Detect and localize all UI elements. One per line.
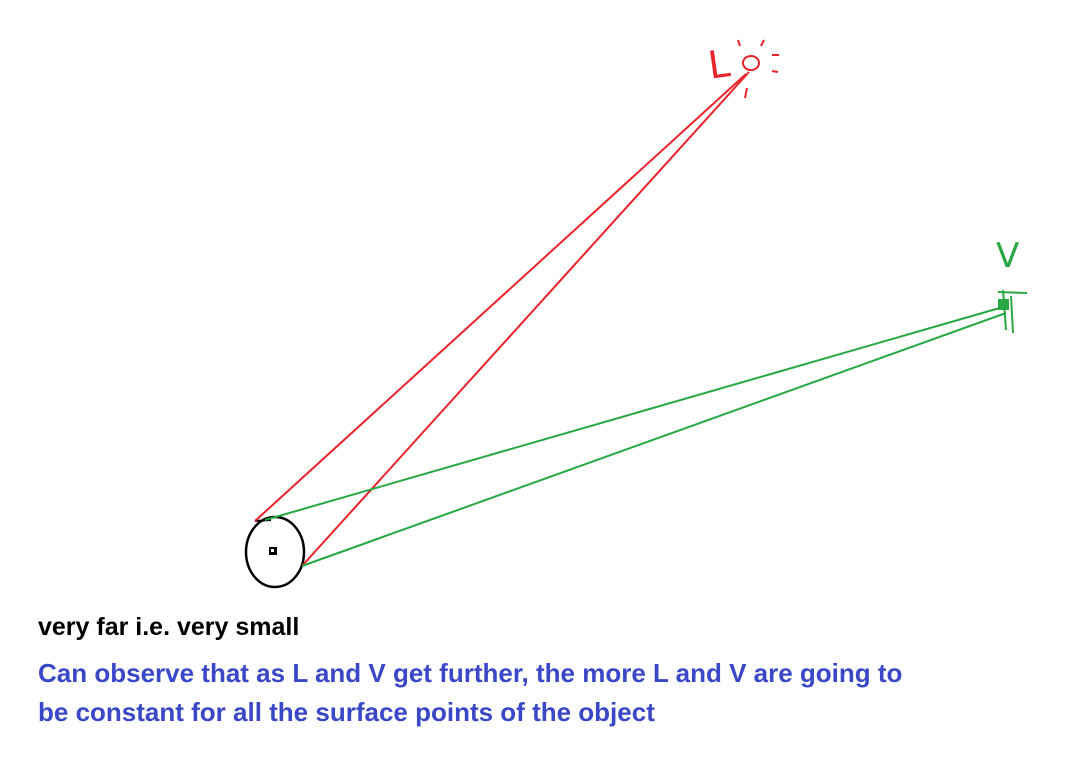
view-ray-bottom xyxy=(301,312,1007,567)
observation-text-line-1: Can observe that as L and V get further,… xyxy=(38,658,903,688)
light-ray-bottom xyxy=(301,71,750,567)
object-top-tick xyxy=(254,519,272,522)
light-source: L xyxy=(705,39,779,99)
light-label: L xyxy=(705,41,732,88)
viewer: V xyxy=(996,236,1028,334)
view-label: V xyxy=(996,236,1019,276)
sun-icon xyxy=(737,39,779,99)
light-rays xyxy=(254,71,750,567)
object-sphere xyxy=(244,515,306,589)
light-ray-top xyxy=(254,73,747,522)
view-rays xyxy=(264,306,1007,567)
view-ray-top xyxy=(264,306,1004,521)
observation-text-line-2: be constant for all the surface points o… xyxy=(38,697,655,727)
size-note-text: very far i.e. very small xyxy=(38,613,300,641)
eye-icon xyxy=(997,289,1028,334)
